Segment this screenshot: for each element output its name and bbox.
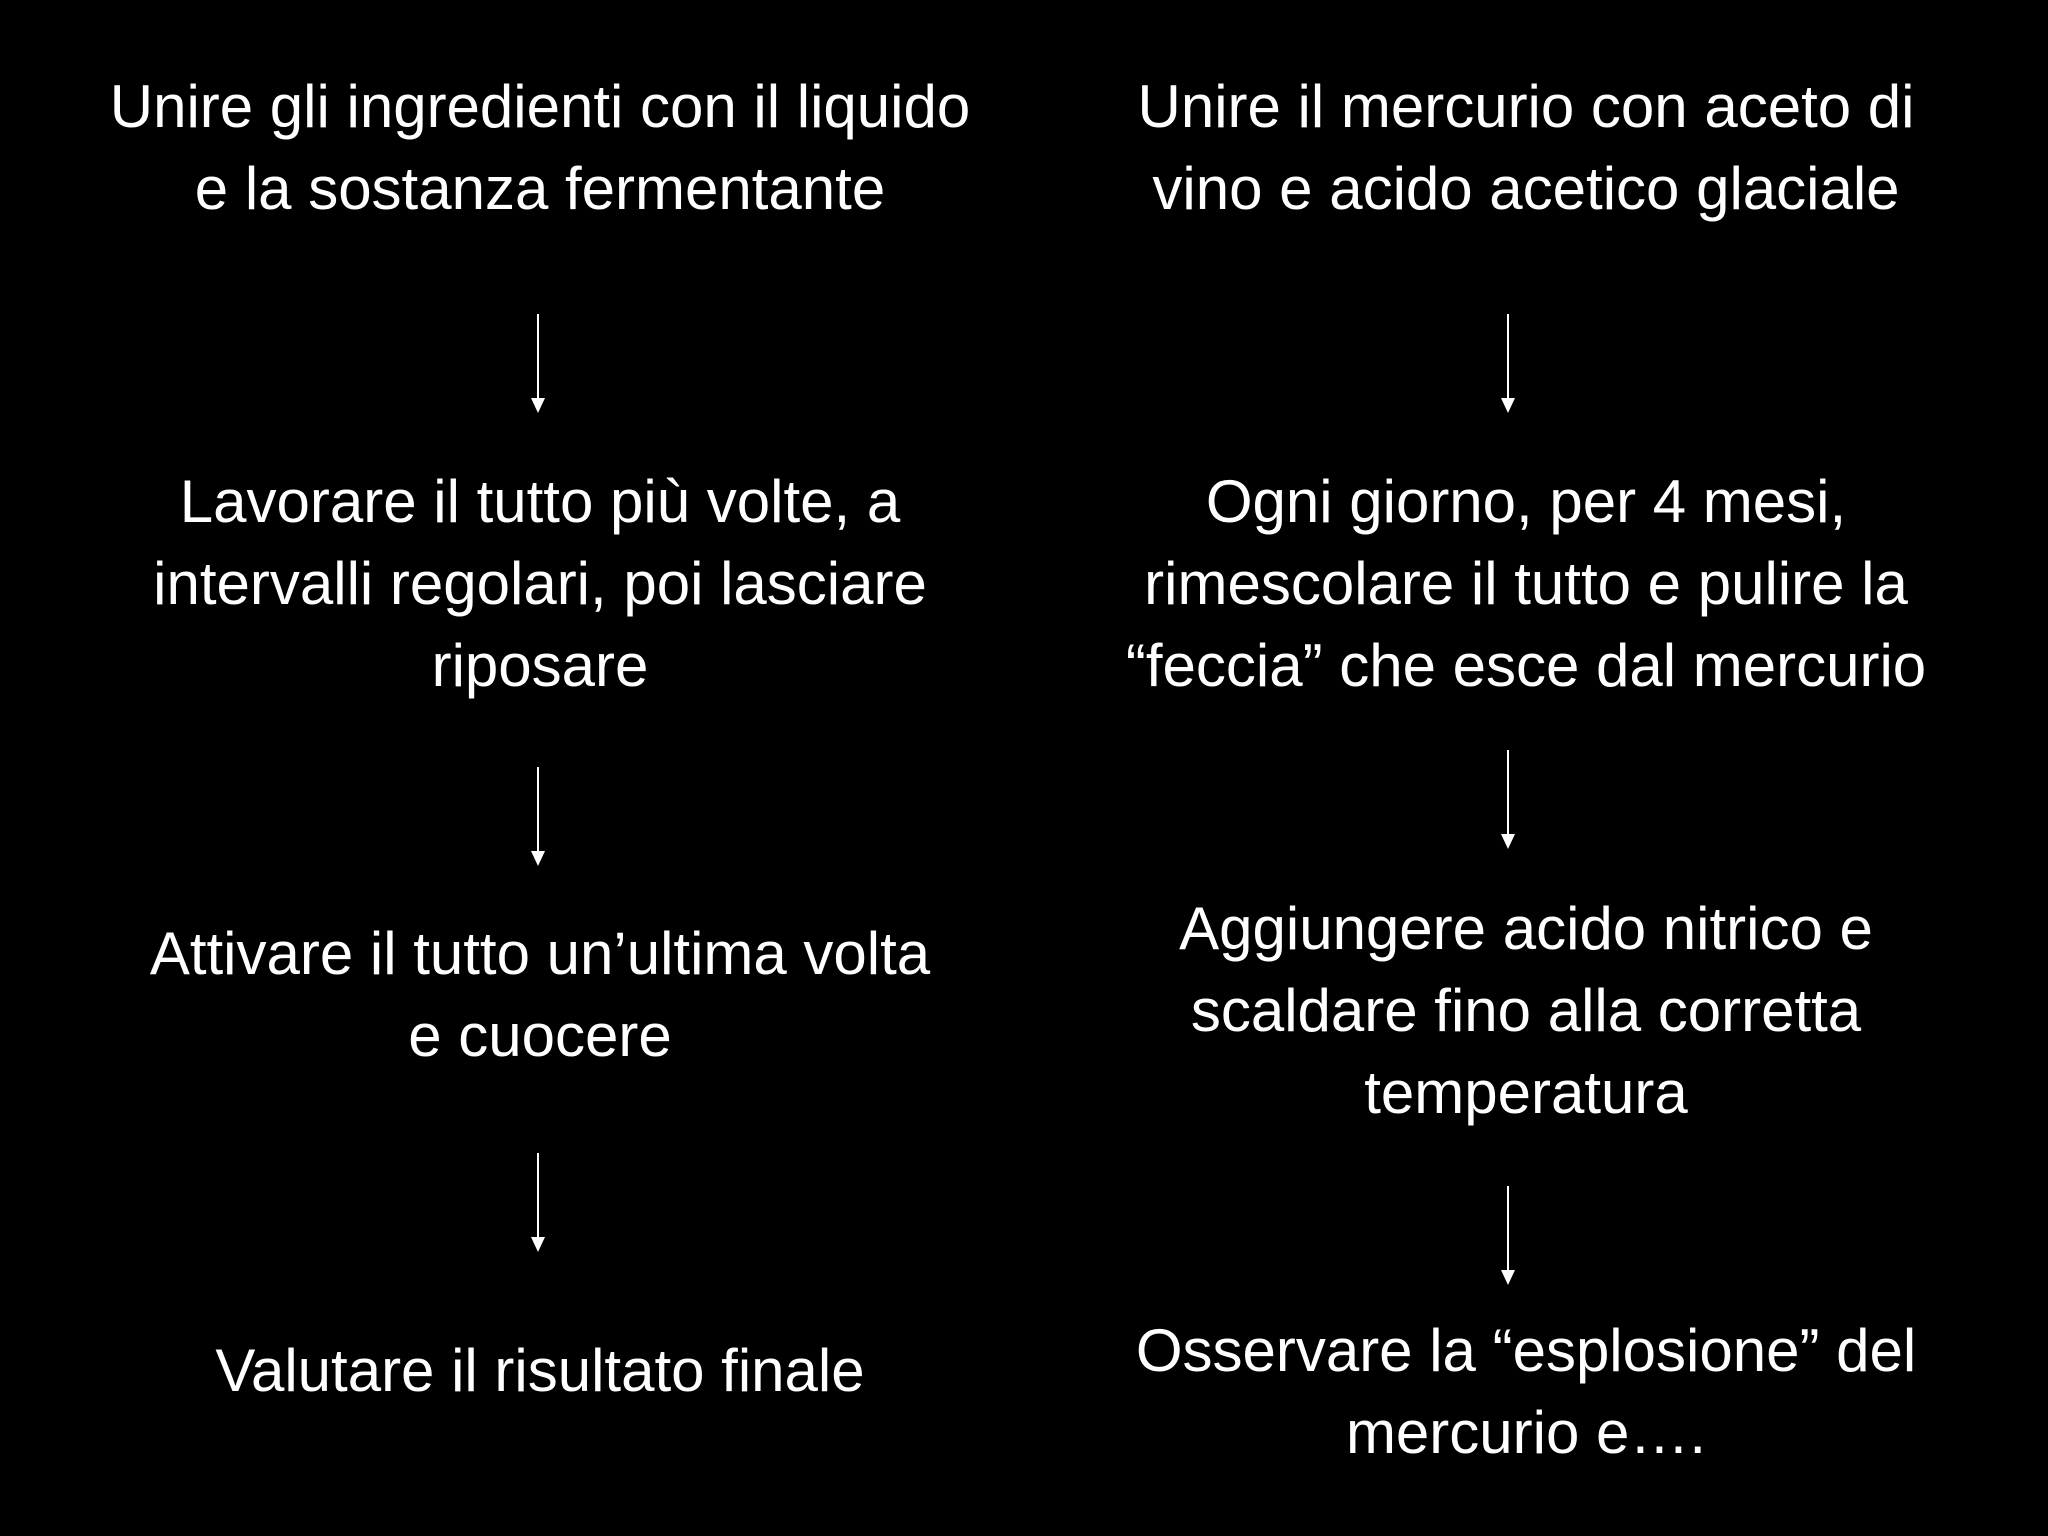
left-step-4: Valutare il risultato finale bbox=[215, 1337, 865, 1404]
right-arrow-2 bbox=[1498, 750, 1518, 850]
left-arrow-2 bbox=[528, 767, 548, 867]
right-arrow-3 bbox=[1498, 1186, 1518, 1286]
right-step-2: Ogni giorno, per 4 mesi, rimescolare il … bbox=[1125, 468, 1927, 699]
right-step-3: Aggiungere acido nitrico e scaldare fino… bbox=[1179, 895, 1873, 1126]
right-step-4: Osservare la “esplosione” del mercurio e… bbox=[1135, 1317, 1917, 1466]
left-step-1: Unire gli ingredienti con il liquido e l… bbox=[109, 73, 971, 222]
right-step-1: Unire il mercurio con aceto di vino e ac… bbox=[1137, 73, 1915, 222]
left-arrow-3 bbox=[528, 1153, 548, 1253]
left-step-2: Lavorare il tutto più volte, a intervall… bbox=[153, 468, 927, 699]
right-arrow-1 bbox=[1498, 314, 1518, 414]
left-step-3: Attivare il tutto un’ultima volta e cuoc… bbox=[149, 920, 931, 1069]
left-arrow-1 bbox=[528, 314, 548, 414]
